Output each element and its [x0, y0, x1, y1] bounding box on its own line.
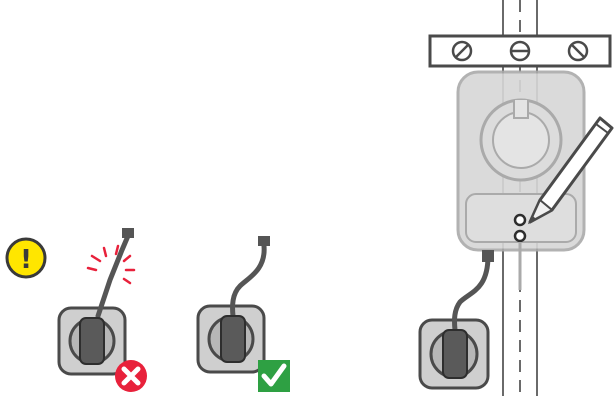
device-installation: [418, 0, 614, 396]
device-dial: [479, 98, 563, 182]
wrong-example: [57, 228, 147, 392]
cable-taut: [95, 233, 131, 319]
cable-connector: [122, 228, 134, 238]
bracket-screw-right: [567, 40, 589, 62]
warning-icon: !: [5, 237, 47, 279]
bracket-screw-left: [451, 40, 473, 62]
cable-connector: [258, 236, 270, 246]
check-icon: [258, 360, 290, 392]
cable-slack: [452, 253, 491, 333]
cable-slack: [230, 243, 267, 319]
plug: [220, 315, 246, 363]
plug: [79, 317, 105, 365]
correct-example: [196, 236, 290, 392]
top-bracket: [428, 34, 612, 68]
pencil-icon: [527, 116, 614, 225]
plug: [442, 329, 468, 379]
strain-spark-marks: [86, 244, 136, 285]
bracket-screw-center: [509, 40, 531, 62]
warning-icon-glyph: !: [20, 245, 32, 275]
cable-connector: [482, 250, 494, 262]
device-screws: [513, 213, 527, 243]
cross-icon: [115, 360, 147, 392]
